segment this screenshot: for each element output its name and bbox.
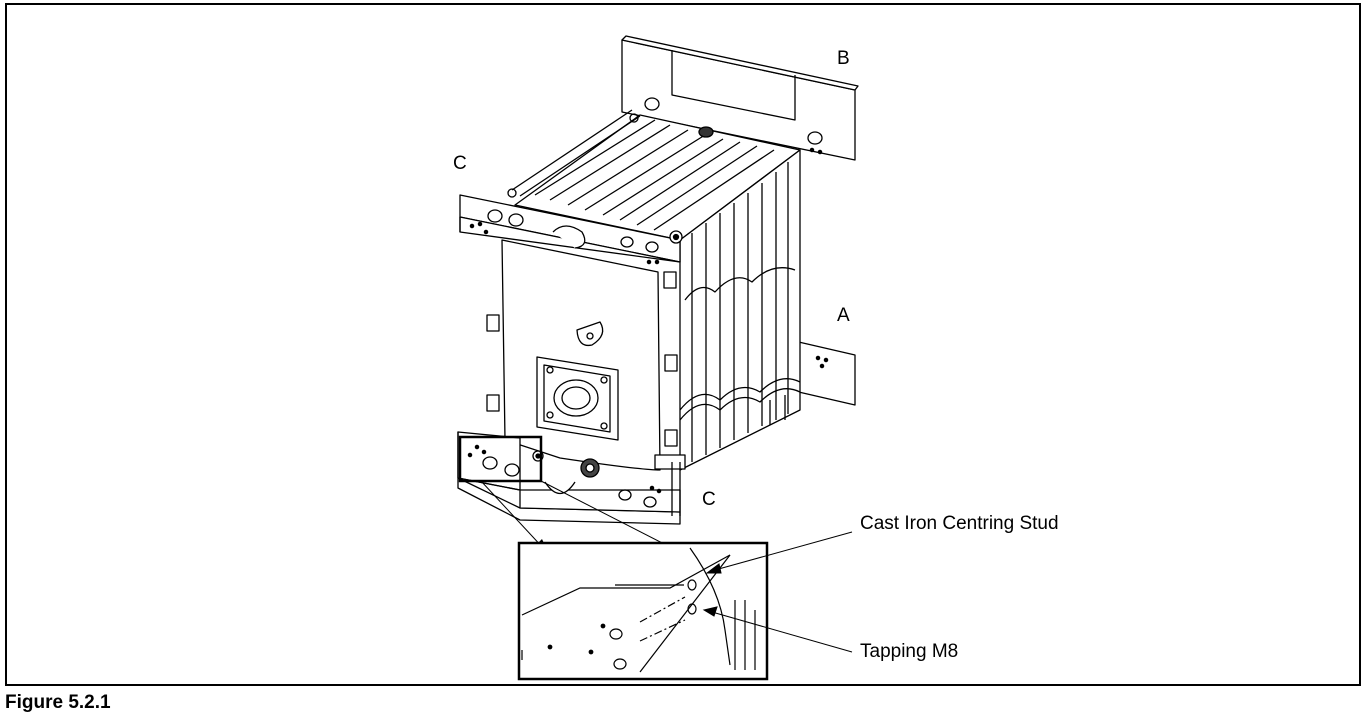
figure-caption: Figure 5.2.1	[5, 692, 111, 713]
front-cover-plate	[486, 225, 686, 478]
callout-tapping: Tapping M8	[860, 641, 959, 662]
magnified-detail	[517, 541, 769, 681]
callout-leaders	[702, 531, 853, 653]
label-c-bottom: C	[702, 489, 716, 510]
callout-centring-stud: Cast Iron Centring Stud	[860, 513, 1059, 534]
label-c-top: C	[453, 153, 467, 174]
label-b: B	[837, 48, 850, 69]
rear-bracket-b	[621, 35, 859, 161]
detail-selection-box	[458, 435, 543, 483]
boiler-block-top	[511, 109, 801, 241]
boiler-block-sections	[679, 149, 801, 471]
figure-frame	[5, 3, 1361, 686]
front-bottom-bracket-c	[457, 431, 681, 525]
label-a: A	[837, 305, 850, 326]
